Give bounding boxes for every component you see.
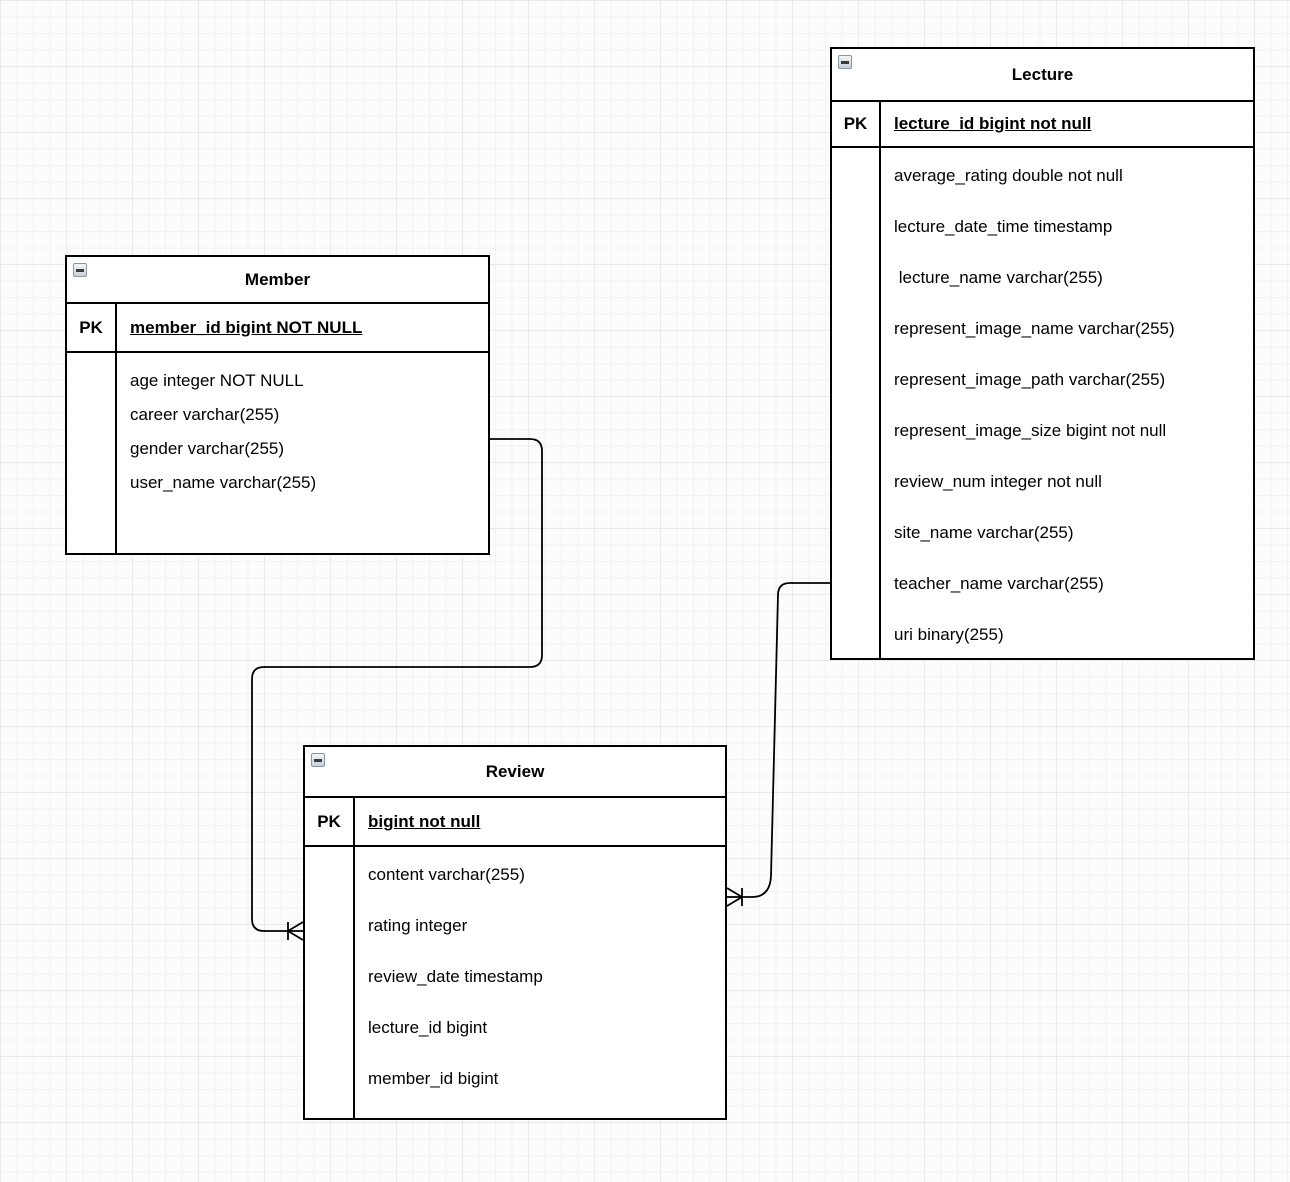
table-row[interactable]: lecture_name varchar(255) (894, 267, 1103, 287)
table-row[interactable]: gender varchar(255) (130, 439, 285, 458)
table-row[interactable]: represent_image_name varchar(255) (894, 318, 1175, 338)
table-row[interactable]: represent_image_path varchar(255) (894, 369, 1166, 389)
entity-table-member[interactable]: Member PK member_id bigint NOT NULL age … (65, 255, 490, 555)
table-row[interactable]: career varchar(255) (130, 405, 280, 424)
crows-foot-many-icon (287, 921, 304, 941)
table-row[interactable]: user_name varchar(255) (130, 473, 317, 492)
lecture-pk-row[interactable]: PK lecture_id bigint not null (832, 100, 1253, 148)
collapse-minus-icon[interactable] (838, 55, 852, 69)
table-row[interactable]: content varchar(255) (368, 864, 525, 884)
lecture-body: average_rating double not null lecture_d… (832, 148, 1253, 660)
review-body: content varchar(255) rating integer revi… (305, 847, 725, 1118)
review-title-bar: Review (305, 747, 725, 796)
table-row[interactable]: member_id bigint (368, 1068, 499, 1088)
table-row[interactable]: lecture_date_time timestamp (894, 216, 1113, 236)
pk-field-text: bigint not null (368, 811, 481, 831)
pk-gutter (67, 353, 117, 553)
pk-label: PK (832, 102, 881, 146)
member-pk-row[interactable]: PK member_id bigint NOT NULL (67, 302, 488, 353)
member-title-bar: Member (67, 257, 488, 302)
collapse-minus-icon[interactable] (311, 753, 325, 767)
table-row[interactable]: average_rating double not null (894, 165, 1123, 185)
lecture-title-bar: Lecture (832, 49, 1253, 100)
table-row[interactable]: represent_image_size bigint not null (894, 420, 1167, 440)
collapse-minus-icon[interactable] (73, 263, 87, 277)
pk-gutter (305, 847, 355, 1118)
member-body: age integer NOT NULL career varchar(255)… (67, 353, 488, 553)
table-row[interactable]: rating integer (368, 915, 468, 935)
table-title: Lecture (1011, 64, 1074, 84)
connector-lecture-review[interactable] (726, 582, 830, 907)
table-row[interactable]: lecture_id bigint (368, 1017, 488, 1037)
review-pk-row[interactable]: PK bigint not null (305, 796, 725, 847)
table-row[interactable]: teacher_name varchar(255) (894, 573, 1104, 593)
table-row[interactable]: review_date timestamp (368, 966, 543, 986)
table-row[interactable]: site_name varchar(255) (894, 522, 1074, 542)
table-title: Member (244, 269, 311, 289)
entity-table-lecture[interactable]: Lecture PK lecture_id bigint not null av… (830, 47, 1255, 660)
pk-label: PK (305, 798, 355, 845)
entity-table-review[interactable]: Review PK bigint not null content varcha… (303, 745, 727, 1120)
pk-label: PK (67, 304, 117, 351)
connector-member-review[interactable] (251, 438, 543, 941)
crows-foot-many-icon (726, 887, 743, 907)
table-row[interactable]: review_num integer not null (894, 471, 1102, 491)
table-row[interactable]: age integer NOT NULL (130, 371, 304, 390)
pk-field-text: lecture_id bigint not null (894, 114, 1092, 133)
table-row[interactable]: uri binary(255) (894, 624, 1004, 644)
pk-field-text: member_id bigint NOT NULL (130, 317, 363, 337)
pk-gutter (832, 148, 881, 660)
table-title: Review (485, 761, 545, 781)
